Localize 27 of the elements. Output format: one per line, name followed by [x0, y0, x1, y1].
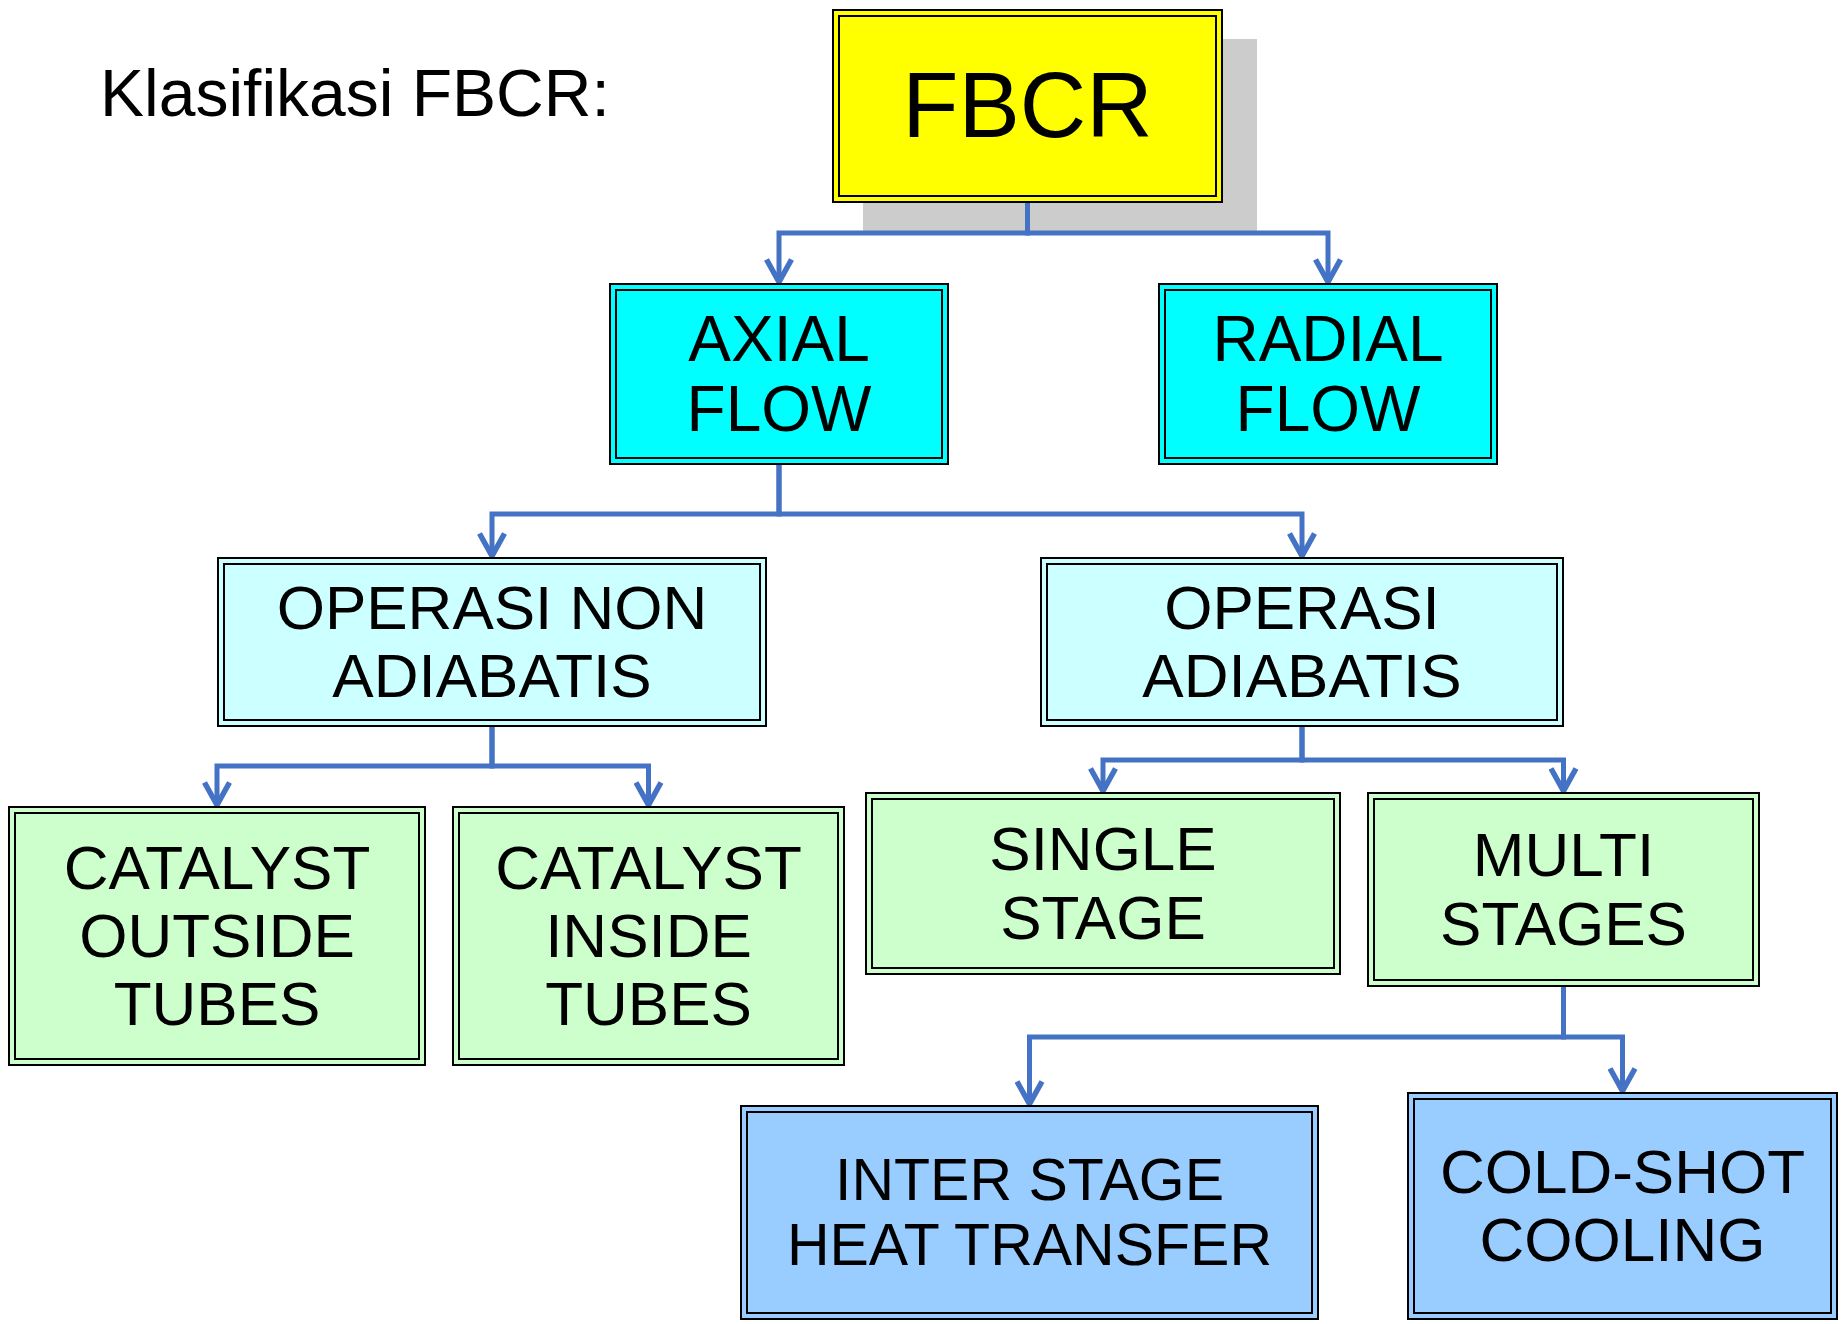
- box-label: CATALYST INSIDE TUBES: [494, 833, 803, 1039]
- arrow: [776, 465, 1318, 559]
- box-label: OPERASI ADIABATIS: [1141, 573, 1463, 711]
- box-label: MULTI STAGES: [1439, 821, 1688, 958]
- category-box: [609, 283, 949, 465]
- arrow: [1561, 987, 1638, 1094]
- category-box: [217, 557, 767, 727]
- category-box: [1040, 557, 1564, 727]
- category-box: [8, 806, 426, 1066]
- box-label: OPERASI NON ADIABATIS: [275, 573, 709, 711]
- box-label: RADIAL FLOW: [1211, 303, 1445, 445]
- arrow: [1299, 727, 1579, 794]
- title: Klasifikasi FBCR:: [100, 55, 610, 131]
- category-box: [452, 806, 845, 1066]
- box-label: SINGLE STAGE: [988, 815, 1218, 952]
- box-label: INTER STAGE HEAT TRANSFER: [785, 1147, 1274, 1278]
- arrow: [489, 727, 664, 808]
- box-label: COLD-SHOT COOLING: [1438, 1137, 1807, 1275]
- box-label: FBCR: [902, 55, 1153, 157]
- category-box: [740, 1105, 1319, 1320]
- category-box: [832, 9, 1223, 203]
- box-label: CATALYST OUTSIDE TUBES: [62, 833, 372, 1039]
- category-box: [1367, 792, 1760, 987]
- category-box: [865, 792, 1341, 975]
- category-box: [1158, 283, 1498, 465]
- box-label: AXIAL FLOW: [685, 303, 873, 445]
- category-box: [1407, 1092, 1838, 1320]
